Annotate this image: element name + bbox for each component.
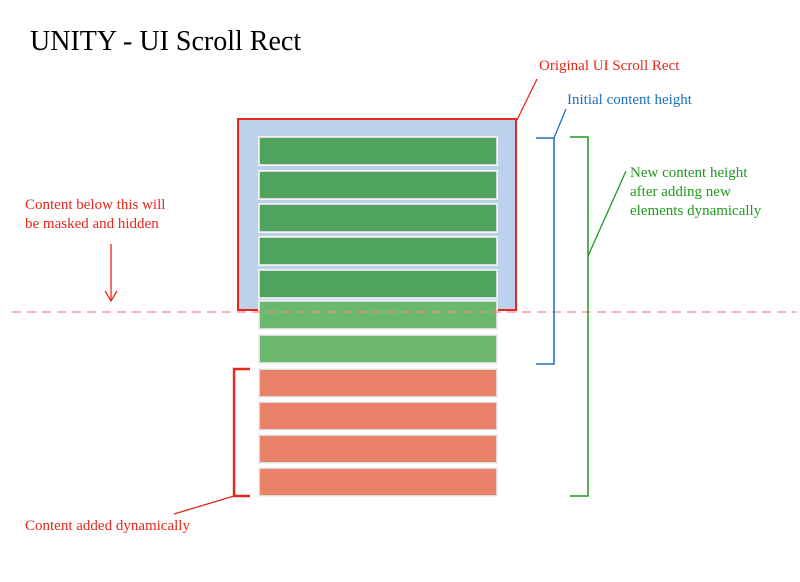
new-content-height-line: New content height xyxy=(630,165,748,181)
content-row-masked xyxy=(259,335,497,363)
content-row-added xyxy=(259,435,497,463)
new-height-leader xyxy=(587,170,627,257)
initial-content-height-label: Initial content height xyxy=(567,92,692,108)
content-row-added xyxy=(259,468,497,496)
original-scroll-rect-label: Original UI Scroll Rect xyxy=(539,58,680,74)
initial-height-leader xyxy=(553,108,567,139)
mask-note-label: Content below this will be masked and hi… xyxy=(25,196,165,234)
scroll-rect-leader xyxy=(516,78,538,121)
content-row-visible xyxy=(259,171,497,199)
content-row-visible xyxy=(259,270,497,298)
content-row-visible xyxy=(259,137,497,165)
initial-height-bracket xyxy=(536,137,555,365)
content-row-added xyxy=(259,402,497,430)
mask-note-line: be masked and hidden xyxy=(25,216,159,232)
content-row-masked xyxy=(259,301,497,329)
mask-note-line: Content below this will xyxy=(25,197,166,213)
content-added-label: Content added dynamically xyxy=(25,518,190,534)
added-content-leader xyxy=(173,495,235,515)
diagram-title: UNITY - UI Scroll Rect xyxy=(30,26,302,57)
added-content-bracket xyxy=(232,367,250,498)
mask-arrow-head xyxy=(104,290,118,303)
content-row-visible xyxy=(259,204,497,232)
new-content-height-line: after adding new xyxy=(630,184,731,200)
new-content-height-line: elements dynamically xyxy=(630,203,762,219)
new-height-bracket xyxy=(570,136,589,497)
content-row-added xyxy=(259,369,497,397)
new-content-height-label: New content height after adding new elem… xyxy=(630,164,761,221)
content-row-visible xyxy=(259,237,497,265)
